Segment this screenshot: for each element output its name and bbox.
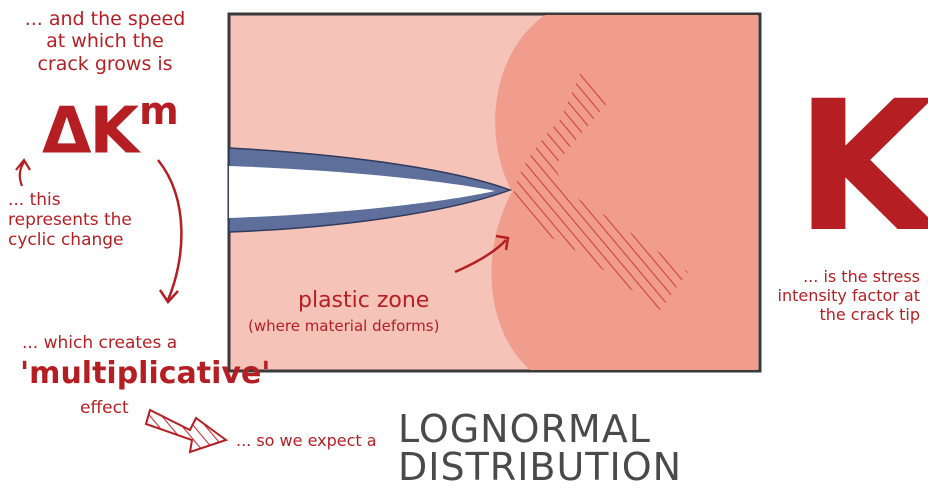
effect-arrow bbox=[146, 410, 226, 452]
cyclic-annotation: ... this represents the cyclic change bbox=[8, 190, 138, 250]
expect-annotation: ... so we expect a bbox=[236, 432, 377, 451]
k-symbol: K bbox=[795, 78, 928, 258]
plastic-zone-label: plastic zone bbox=[298, 288, 429, 314]
delta-k-text: ΔK bbox=[42, 94, 137, 168]
stress-annotation: ... is the stress intensity factor at th… bbox=[770, 268, 920, 325]
delta-k-symbol: ΔKm bbox=[42, 98, 177, 163]
lognormal-title: LOGNORMAL DISTRIBUTION bbox=[398, 410, 928, 486]
delta-k-arrow bbox=[158, 160, 181, 300]
multiplicative-line-3: effect bbox=[80, 398, 129, 418]
plastic-zone-note: (where material deforms) bbox=[248, 318, 439, 336]
multiplicative-line-1: ... which creates a bbox=[22, 333, 177, 353]
multiplicative-line-2: 'multiplicative' bbox=[20, 356, 271, 391]
delta-k-exponent: m bbox=[139, 89, 177, 133]
speed-annotation: ... and the speed at which the crack gro… bbox=[20, 8, 190, 75]
